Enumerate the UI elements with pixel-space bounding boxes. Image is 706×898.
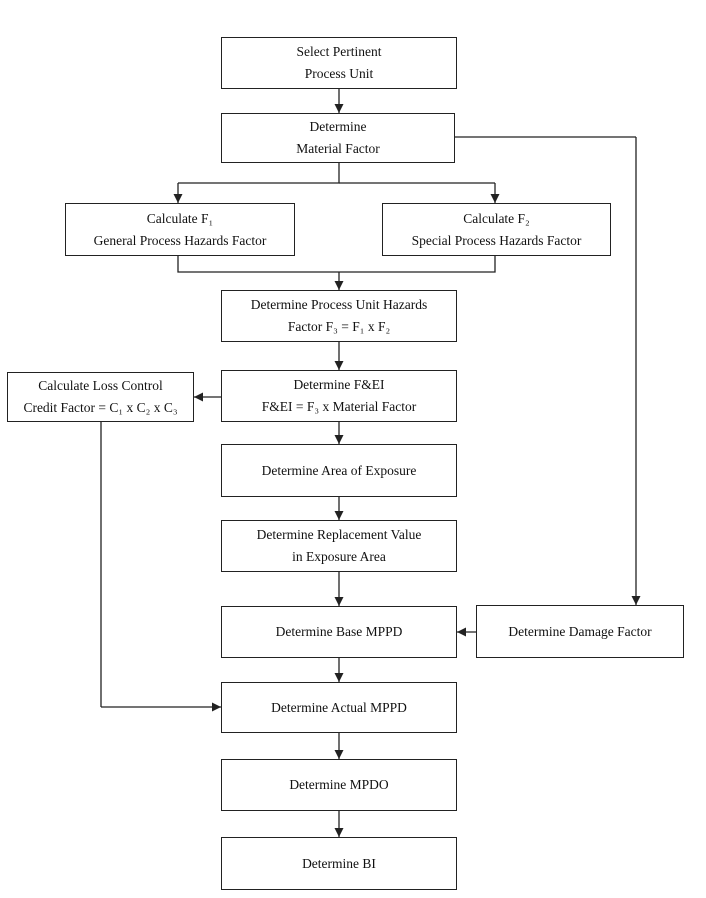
node-line-2: General Process Hazards Factor [93, 232, 267, 248]
node-line-2: Factor F₃ = F₁ x F₂ [287, 319, 391, 334]
base-mppd-box: Determine Base MPPD [221, 606, 457, 658]
select-process-unit-box: Select Pertinent Process Unit [221, 37, 457, 89]
mpdo-box: Determine MPDO [221, 759, 457, 811]
node-line-2: Credit Factor = C₁ x C₂ x C₃ [23, 400, 178, 415]
replacement-value-box: Determine Replacement Value in Exposure … [221, 520, 457, 572]
node-line-1: Determine BI [302, 855, 376, 871]
node-line-1: Determine [309, 119, 367, 134]
node-line-2: Special Process Hazards Factor [411, 232, 582, 248]
node-line-2: in Exposure Area [292, 549, 386, 564]
exposure-area-box: Determine Area of Exposure [221, 444, 457, 497]
arrow-f1-f2-merge [177, 256, 496, 273]
actual-mppd-box: Determine Actual MPPD [221, 682, 457, 733]
damage-factor-box: Determine Damage Factor [476, 605, 684, 658]
material-factor-box: Determine Material Factor [221, 113, 455, 163]
node-line-1: Determine MPDO [289, 777, 389, 792]
loss-control-credit-box: Calculate Loss Control Credit Factor = C… [7, 372, 194, 422]
node-line-1: Select Pertinent [296, 44, 382, 59]
bi-box: Determine BI [221, 837, 457, 890]
f2-special-hazards-box: Calculate F₂ Special Process Hazards Fac… [382, 203, 611, 256]
node-line-1: Determine Replacement Value [256, 527, 422, 542]
node-line-1: Determine Damage Factor [508, 623, 652, 639]
node-line-1: Determine Actual MPPD [271, 699, 407, 715]
node-line-2: Material Factor [296, 141, 380, 156]
fei-box: Determine F&EI F&EI = F₃ x Material Fact… [221, 370, 457, 422]
f3-process-unit-hazards-box: Determine Process Unit Hazards Factor F₃… [221, 290, 457, 342]
node-line-1: Determine F&EI [293, 377, 385, 392]
node-line-1: Calculate F₁ [146, 210, 214, 226]
node-line-2: F&EI = F₃ x Material Factor [261, 399, 417, 414]
f1-general-hazards-box: Calculate F₁ General Process Hazards Fac… [65, 203, 295, 256]
node-line-1: Calculate F₂ [463, 210, 530, 226]
node-line-1: Determine Process Unit Hazards [250, 297, 428, 312]
node-line-1: Determine Base MPPD [275, 624, 403, 639]
node-line-1: Calculate Loss Control [38, 378, 163, 393]
node-line-1: Determine Area of Exposure [261, 462, 417, 478]
node-line-2: Process Unit [304, 66, 374, 81]
arrow-material-to-f1-f2 [178, 163, 340, 184]
